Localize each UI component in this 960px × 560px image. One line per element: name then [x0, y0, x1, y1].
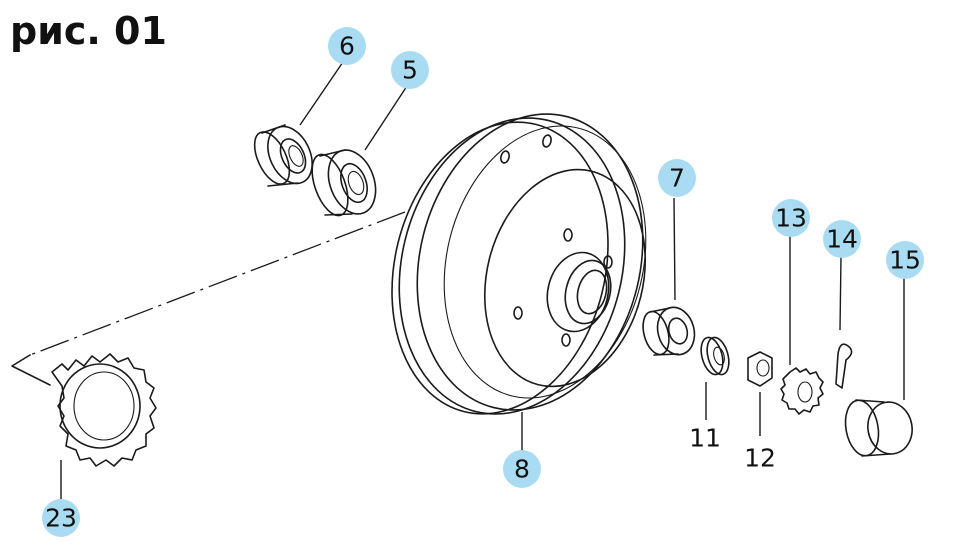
- callout-7-badge: [658, 159, 696, 197]
- figure-title: рис. 01: [10, 9, 167, 53]
- part-8-brake-drum: [391, 113, 647, 415]
- callout-6: 6: [328, 27, 366, 65]
- center-axis: [11, 211, 406, 386]
- part-11-washer: [700, 336, 730, 376]
- callout-14-badge: [823, 220, 861, 258]
- callout-13-label: 13: [775, 204, 807, 233]
- callout-13: 13: [772, 199, 810, 237]
- callout-15-label: 15: [889, 246, 921, 275]
- callout-7: 7: [658, 159, 696, 197]
- callout-6-label: 6: [339, 32, 355, 61]
- callout-5-badge: [391, 51, 429, 89]
- part-6-seal: [253, 124, 313, 187]
- callout-6-badge: [328, 27, 366, 65]
- callout-23: 23: [42, 499, 80, 537]
- callout-11: 11: [689, 424, 721, 453]
- callout-5-label: 5: [402, 56, 418, 85]
- callout-11-label: 11: [689, 424, 721, 453]
- callout-8-badge: [503, 450, 541, 488]
- part-5-bearing: [311, 149, 377, 217]
- callout-8-label: 8: [514, 455, 530, 484]
- leader-lines: [60, 61, 905, 500]
- callout-14: 14: [823, 220, 861, 258]
- part-15-dust-cap: [844, 399, 913, 457]
- callout-8: 8: [503, 450, 541, 488]
- part-14-cotter-pin: [835, 343, 853, 389]
- callout-14-label: 14: [826, 225, 858, 254]
- callout-23-label: 23: [45, 504, 77, 533]
- callout-12: 12: [744, 444, 776, 473]
- callout-15-badge: [886, 241, 924, 279]
- part-23-toothed-ring: [51, 353, 157, 467]
- callout-5: 5: [391, 51, 429, 89]
- callout-15: 15: [886, 241, 924, 279]
- part-13-nut-lock: [780, 367, 824, 415]
- callout-13-badge: [772, 199, 810, 237]
- part-12-nut: [747, 351, 773, 387]
- callout-12-label: 12: [744, 444, 776, 473]
- part-7-outer-bearing: [642, 306, 696, 356]
- callout-7-label: 7: [669, 164, 685, 193]
- callout-23-badge: [42, 499, 80, 537]
